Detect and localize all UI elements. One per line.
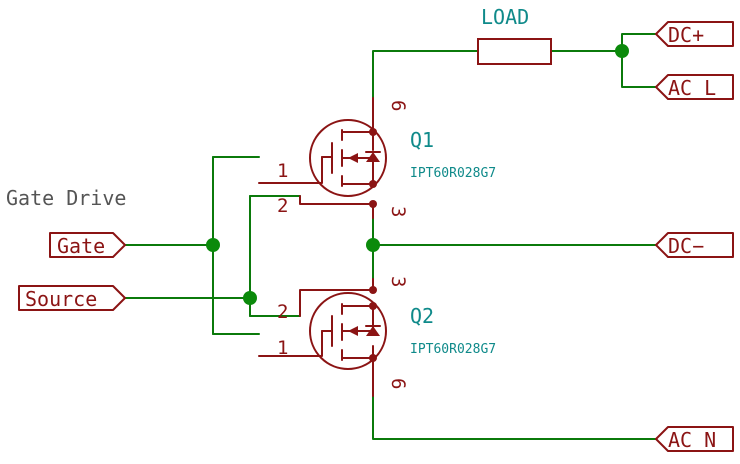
port-gate-label: Gate	[57, 234, 105, 258]
port-gate: Gate	[49, 232, 126, 258]
port-dc-minus: DC−	[655, 232, 734, 258]
port-ac-l-label: AC_L	[668, 76, 716, 100]
title-gate-drive: Gate Drive	[6, 186, 126, 210]
port-source: Source	[18, 285, 126, 311]
q1-pin-2: 2	[277, 195, 288, 217]
q2-pin-1: 1	[277, 337, 288, 359]
q2-ref: Q2	[410, 304, 434, 328]
port-ac-n: AC_N	[655, 426, 734, 452]
junction-source	[243, 291, 257, 305]
mosfet-q1: 1 2 3 6 Q1 IPT60R028G7	[258, 97, 496, 219]
mosfet-q2: 1 2 3 6 Q2 IPT60R028G7	[258, 276, 496, 397]
q2-pin-3: 3	[387, 276, 409, 287]
load-resistor: LOAD	[477, 5, 552, 65]
q1-value: IPT60R028G7	[410, 166, 496, 181]
q2-pin-6: 6	[387, 378, 409, 389]
q1-pin-6: 6	[387, 100, 409, 111]
port-dc-plus-label: DC+	[668, 23, 704, 47]
q1-pin-1: 1	[277, 160, 288, 182]
q2-pin-2: 2	[277, 301, 288, 323]
port-dc-minus-label: DC−	[668, 234, 704, 258]
wires	[124, 33, 657, 440]
q2-value: IPT60R028G7	[410, 342, 496, 357]
port-ac-l: AC_L	[655, 74, 734, 100]
q1-pin-3: 3	[387, 206, 409, 217]
junction-dc-plus	[615, 44, 629, 58]
q1-ref: Q1	[410, 128, 434, 152]
load-label: LOAD	[481, 5, 529, 29]
junction-dc-minus	[366, 238, 380, 252]
junction-gate	[206, 238, 220, 252]
port-ac-n-label: AC_N	[668, 428, 716, 452]
port-source-label: Source	[25, 287, 97, 311]
port-dc-plus: DC+	[655, 21, 734, 47]
